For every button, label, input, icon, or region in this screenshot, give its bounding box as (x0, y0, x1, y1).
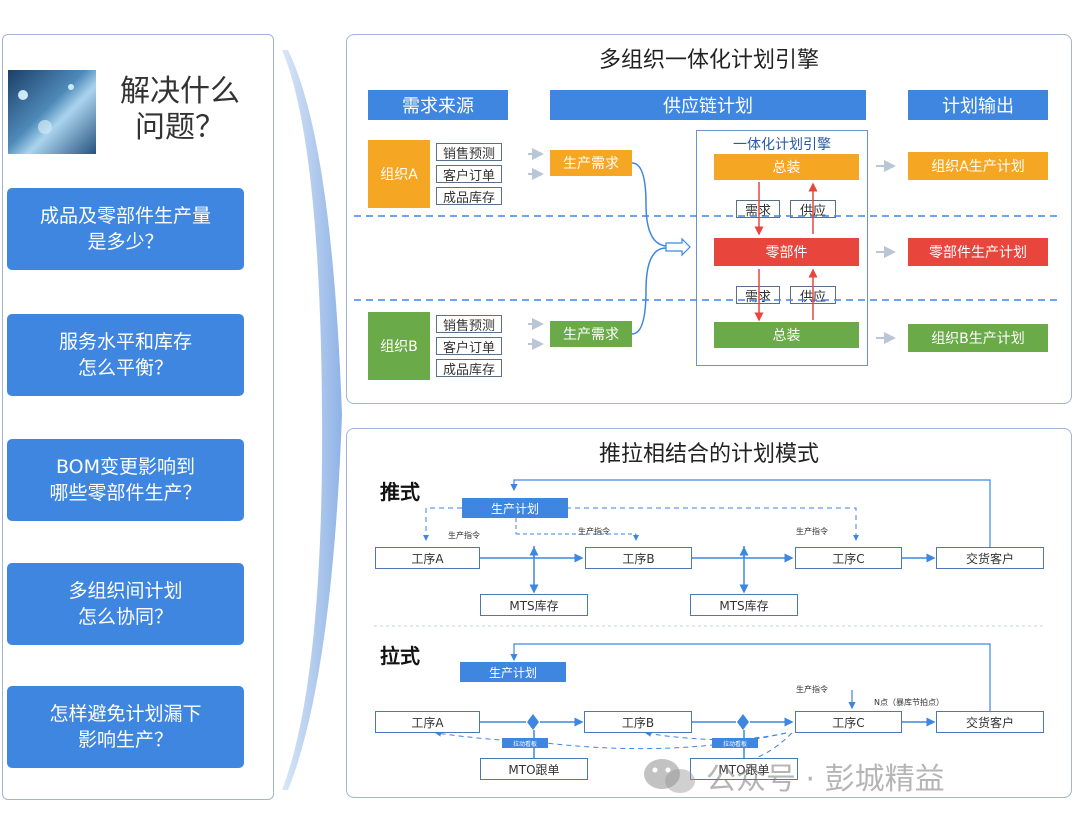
push-mts-stock-1: MTS库存 (480, 594, 588, 616)
push-pull-title: 推拉相结合的计划模式 (598, 442, 819, 467)
pull-customer: 交货客户 (936, 711, 1044, 733)
push-production-plan: 生产计划 (462, 498, 568, 518)
org-a-box: 组织A (368, 140, 430, 208)
push-process-b: 工序B (585, 547, 692, 569)
org-a-sales-forecast: 销售预测 (436, 143, 502, 162)
pull-kanban-tag-1: 拉动看板 (502, 738, 548, 748)
pull-node-label: N点（暴库节拍点） (874, 698, 944, 707)
pull-process-a: 工序A (375, 711, 480, 733)
question-panel (2, 34, 274, 800)
engine-assembly-a: 总装 (714, 154, 859, 180)
top-panel-connectors (354, 148, 1062, 350)
push-order-label-3: 生产指令 (796, 527, 828, 536)
push-process-c: 工序C (795, 547, 902, 569)
push-order-label-1: 生产指令 (448, 531, 480, 540)
pull-label: 拉式 (380, 644, 420, 668)
org-b-customer-order: 客户订单 (436, 337, 502, 356)
engine-parts: 零部件 (714, 238, 859, 266)
question-title: 解决什么 问题？ (120, 74, 240, 145)
question-avoid-missed-plan[interactable]: 怎样避免计划漏下 影响生产？ (7, 686, 244, 768)
pull-mto-order-2: MTO跟单 (690, 758, 798, 780)
pull-mto-order-1: MTO跟单 (480, 758, 588, 780)
header-supply-chain-plan: 供应链计划 (550, 90, 866, 120)
question-bom-change[interactable]: BOM变更影响到 哪些零部件生产？ (7, 439, 244, 521)
integrated-plan-title: 多组织一体化计划引擎 (598, 48, 819, 73)
push-order-label-2: 生产指令 (578, 527, 610, 536)
question-multi-org[interactable]: 多组织间计划 怎么协同？ (7, 563, 244, 645)
push-mts-stock-2: MTS库存 (690, 594, 798, 616)
pull-process-c: 工序C (795, 711, 902, 733)
push-process-a: 工序A (375, 547, 480, 569)
output-org-b-plan: 组织B生产计划 (908, 324, 1048, 352)
brace-connector (282, 50, 342, 790)
org-a-finished-stock: 成品库存 (436, 187, 502, 206)
org-b-box: 组织B (368, 312, 430, 380)
output-parts-plan: 零部件生产计划 (908, 238, 1048, 266)
push-label: 推式 (380, 480, 420, 504)
output-org-a-plan: 组织A生产计划 (908, 152, 1048, 180)
header-demand-source: 需求来源 (368, 90, 508, 120)
question-service-inventory[interactable]: 服务水平和库存 怎么平衡？ (7, 314, 244, 396)
engine-title: 一体化计划引擎 (733, 137, 831, 153)
wechat-icon (644, 759, 695, 793)
pull-process-b: 工序B (584, 711, 692, 733)
pull-order-label: 生产指令 (796, 685, 828, 694)
engine-assembly-b: 总装 (714, 322, 859, 348)
org-a-demand: 生产需求 (550, 150, 632, 176)
pull-production-plan: 生产计划 (460, 662, 566, 682)
header-plan-output: 计划输出 (908, 90, 1048, 120)
pull-kanban-tag-2: 拉动看板 (712, 738, 758, 748)
watermark-text: 公众号 · 彭城精益 (706, 762, 945, 797)
question-quantity[interactable]: 成品及零部件生产量 是多少？ (7, 188, 244, 270)
org-a-customer-order: 客户订单 (436, 165, 502, 184)
org-b-sales-forecast: 销售预测 (436, 315, 502, 334)
push-customer: 交货客户 (936, 547, 1044, 569)
org-b-demand: 生产需求 (550, 321, 632, 347)
org-b-finished-stock: 成品库存 (436, 359, 502, 378)
robot-image (8, 70, 96, 154)
need-tag-upper: 需求 (736, 200, 780, 219)
